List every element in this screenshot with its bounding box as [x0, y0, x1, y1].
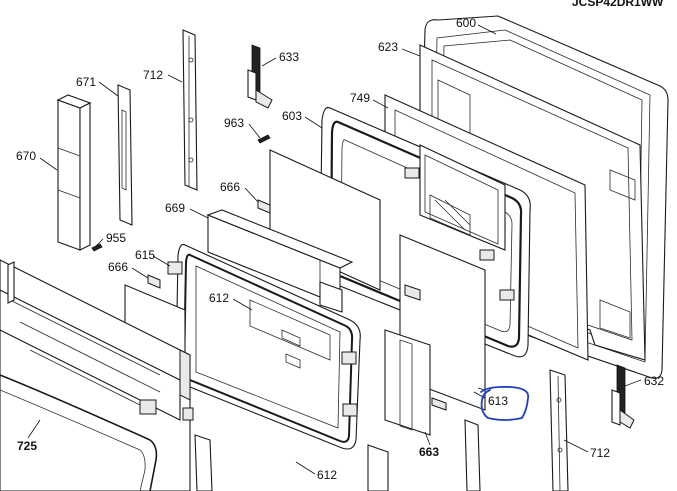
- part-glass-sheet-middle: [269, 149, 381, 291]
- callout-603: 603: [282, 109, 302, 123]
- callout-612-lower: 612: [317, 468, 337, 482]
- part-632-door-hinge-lower: [611, 364, 635, 429]
- callout-725: 725: [17, 439, 37, 453]
- highlight-circle-613: [480, 385, 530, 421]
- callout-712-upper: 712: [143, 68, 163, 82]
- part-712-hinge-bracket-upper: [182, 29, 198, 191]
- part-inner-glass-with-vent: [419, 144, 506, 251]
- part-615-door-trim-frame: [167, 243, 361, 450]
- callout-615: 615: [135, 248, 155, 262]
- callout-666-lower: 666: [108, 260, 128, 274]
- callout-632: 632: [644, 374, 664, 388]
- part-712-hinge-bracket-lower: [549, 369, 569, 491]
- callout-749: 749: [350, 91, 370, 105]
- model-number: JCSP42DR1WW: [572, 0, 664, 9]
- part-666-clip-lower: [147, 274, 161, 289]
- part-669-insulation-block: [206, 209, 354, 313]
- part-666-clip-upper: [257, 199, 271, 214]
- leader-lines: [27, 24, 642, 475]
- callout-670: 670: [16, 149, 36, 163]
- callout-955: 955: [106, 231, 126, 245]
- callout-666-upper: 666: [220, 180, 240, 194]
- callout-671: 671: [76, 75, 96, 89]
- callout-633: 633: [279, 50, 299, 64]
- callout-623: 623: [378, 40, 398, 54]
- callout-613: 613: [488, 394, 508, 408]
- part-670-side-insulation: [56, 94, 92, 251]
- callout-963: 963: [224, 116, 244, 130]
- part-633-door-hinge-upper: [247, 44, 273, 109]
- part-lower-brackets: [179, 349, 481, 491]
- part-671-side-strip: [117, 84, 133, 226]
- part-612-window-glass: [249, 299, 331, 369]
- callout-600: 600: [456, 16, 476, 30]
- part-725-outer-door-panel: [0, 259, 194, 491]
- callout-labels: 600 623 633 712 671 749 603 963 670 666 …: [16, 16, 664, 482]
- part-955-screw: [91, 243, 103, 252]
- part-663-glass-channel: [384, 284, 447, 436]
- callout-612-upper: 612: [209, 291, 229, 305]
- callout-663: 663: [419, 445, 439, 459]
- callout-669: 669: [165, 201, 185, 215]
- part-963-screw: [257, 134, 271, 144]
- callout-712-lower: 712: [590, 446, 610, 460]
